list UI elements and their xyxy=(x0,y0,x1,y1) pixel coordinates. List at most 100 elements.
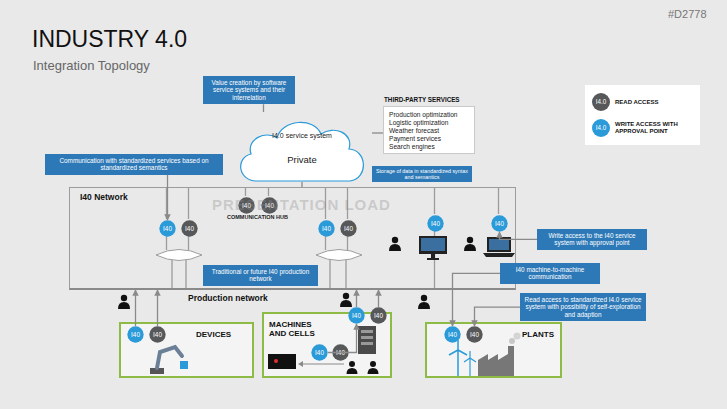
callout-box: Storage of data in standardized syntax a… xyxy=(372,166,472,182)
node-text: Value creation by software service syste… xyxy=(207,79,291,101)
machine-icon xyxy=(361,336,373,339)
i40-node: I40 xyxy=(444,326,461,343)
robot-icon xyxy=(150,347,188,374)
machine-icon xyxy=(361,330,373,333)
zone-box: DEVICES I40 I40 xyxy=(119,322,254,378)
title: INDUSTRY 4.0 xyxy=(32,26,187,53)
node-text: I40 xyxy=(336,349,345,356)
node-text: I40 xyxy=(448,331,457,338)
node-heading: MACHINES AND CELLS xyxy=(269,320,319,338)
node-text: I40 xyxy=(153,331,162,338)
person-icon xyxy=(418,295,430,309)
node-text: I40 xyxy=(242,202,251,209)
node-text: I40 xyxy=(185,225,194,232)
network-wire xyxy=(167,187,499,219)
callout-box: Read access to standardized I4.0 service… xyxy=(520,293,646,321)
person-icon xyxy=(340,293,352,307)
connector xyxy=(135,290,136,326)
machine-icon xyxy=(347,361,358,374)
callout-box: Communication with standardized services… xyxy=(45,154,223,175)
machine-icon xyxy=(298,361,303,367)
circle-fill xyxy=(348,307,364,323)
legend-box xyxy=(585,85,700,145)
zone-box: PLANTSI40I40 xyxy=(425,322,562,378)
computer-icon xyxy=(431,254,435,258)
person-icon xyxy=(343,293,349,299)
circle-fill xyxy=(149,326,165,342)
network-wire xyxy=(167,187,499,290)
router-icon xyxy=(156,250,362,261)
circle-fill xyxy=(318,220,334,236)
circle-fill xyxy=(427,215,443,231)
node-text: Production optimization xyxy=(389,111,474,119)
circle-fill xyxy=(181,220,197,236)
circle-fill xyxy=(370,307,386,323)
node-text: I4.0 service system xyxy=(254,132,350,139)
slide-code: #D2778 xyxy=(668,8,707,20)
swatch-label: I4.0 xyxy=(592,124,610,132)
circle-fill xyxy=(238,197,254,213)
plant-icon xyxy=(478,346,514,376)
i40-node: I40 xyxy=(127,326,144,343)
person-icon xyxy=(389,237,401,251)
node-text: Traditional or future I40 production net… xyxy=(207,268,314,283)
node-text: I40 xyxy=(265,202,274,209)
hub-label: COMMUNICATION HUB xyxy=(227,214,288,220)
i40-node: I40 xyxy=(149,326,166,343)
machine-icon xyxy=(268,326,379,374)
robot-icon xyxy=(150,368,164,374)
node-text: I40 xyxy=(374,312,383,319)
callout-box: I40 machine-to-machine communication xyxy=(500,263,600,284)
node-text: I40 xyxy=(315,349,324,356)
circle-fill xyxy=(261,197,277,213)
legend-text: READ ACCESS xyxy=(615,99,695,106)
circle-fill xyxy=(332,344,348,360)
node-text: I40 machine-to-machine communication xyxy=(504,266,596,281)
swatch-label: I4.0 xyxy=(592,98,610,106)
connector xyxy=(328,324,357,353)
machine-icon xyxy=(370,361,376,367)
node-text: Private xyxy=(267,154,337,165)
node-text: I40 xyxy=(131,331,140,338)
i40-node: I40 xyxy=(159,220,176,237)
computer-icon xyxy=(489,239,509,250)
node-text: Read access to standardized I4.0 service… xyxy=(524,296,642,318)
legend-swatch xyxy=(592,93,610,111)
node-heading: DEVICES xyxy=(196,330,251,339)
machine-icon xyxy=(349,361,355,367)
person-icon xyxy=(340,300,352,307)
node-text: I40 xyxy=(470,331,479,338)
node-text: I40 xyxy=(352,312,361,319)
machine-icon xyxy=(361,342,373,345)
i40-node: I40 xyxy=(318,220,335,237)
plant-icon xyxy=(464,351,476,376)
service-list-box: THIRD-PARTY SERVICESProduction optimizat… xyxy=(383,106,475,154)
i40-node: I40 xyxy=(238,197,255,214)
person-icon xyxy=(421,295,427,301)
i40-node: I40 xyxy=(261,197,278,214)
computer-icon xyxy=(419,236,515,260)
computer-icon xyxy=(483,253,515,257)
legend-text: WRITE ACCESS WITH APPROVAL POINT xyxy=(615,121,695,135)
person-icon xyxy=(118,237,476,309)
router-icon xyxy=(156,250,202,261)
connector xyxy=(378,290,379,307)
cloud-path xyxy=(241,122,364,181)
computer-icon xyxy=(427,258,439,260)
machine-icon xyxy=(302,363,344,364)
robot-icon xyxy=(180,361,188,369)
connector xyxy=(157,290,158,326)
circle-fill xyxy=(311,344,327,360)
person-icon xyxy=(118,302,130,309)
cloud-outline xyxy=(232,112,372,182)
circle-fill xyxy=(159,220,175,236)
plant-icon xyxy=(449,333,521,377)
connector xyxy=(263,104,264,112)
node-text: Communication with standardized services… xyxy=(49,157,219,172)
plant-icon xyxy=(449,340,467,376)
i40-node: I40 xyxy=(332,344,349,361)
plant-icon xyxy=(514,333,521,340)
circle-fill xyxy=(444,326,460,342)
connector xyxy=(301,182,302,187)
